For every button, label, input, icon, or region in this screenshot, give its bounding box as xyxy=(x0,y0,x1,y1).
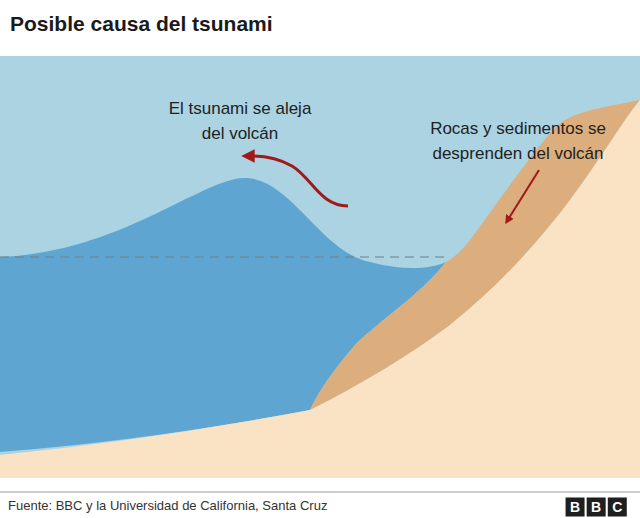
volcano-slope xyxy=(0,100,640,478)
footer-rule xyxy=(0,492,640,493)
logo: BBC xyxy=(570,497,633,517)
slide-arrow xyxy=(509,170,539,218)
sea-level-line xyxy=(0,256,450,257)
sky xyxy=(0,56,640,478)
source-caption: Fuente: BBC y la Universidad de Californ… xyxy=(8,498,327,513)
tsunami-arrow xyxy=(252,156,348,206)
annotation: Rocas y sedimentos se desprenden del vol… xyxy=(400,116,636,166)
annotation: El tsunami se aleja del volcán xyxy=(160,96,320,146)
title: Posible causa del tsunami xyxy=(10,12,273,36)
